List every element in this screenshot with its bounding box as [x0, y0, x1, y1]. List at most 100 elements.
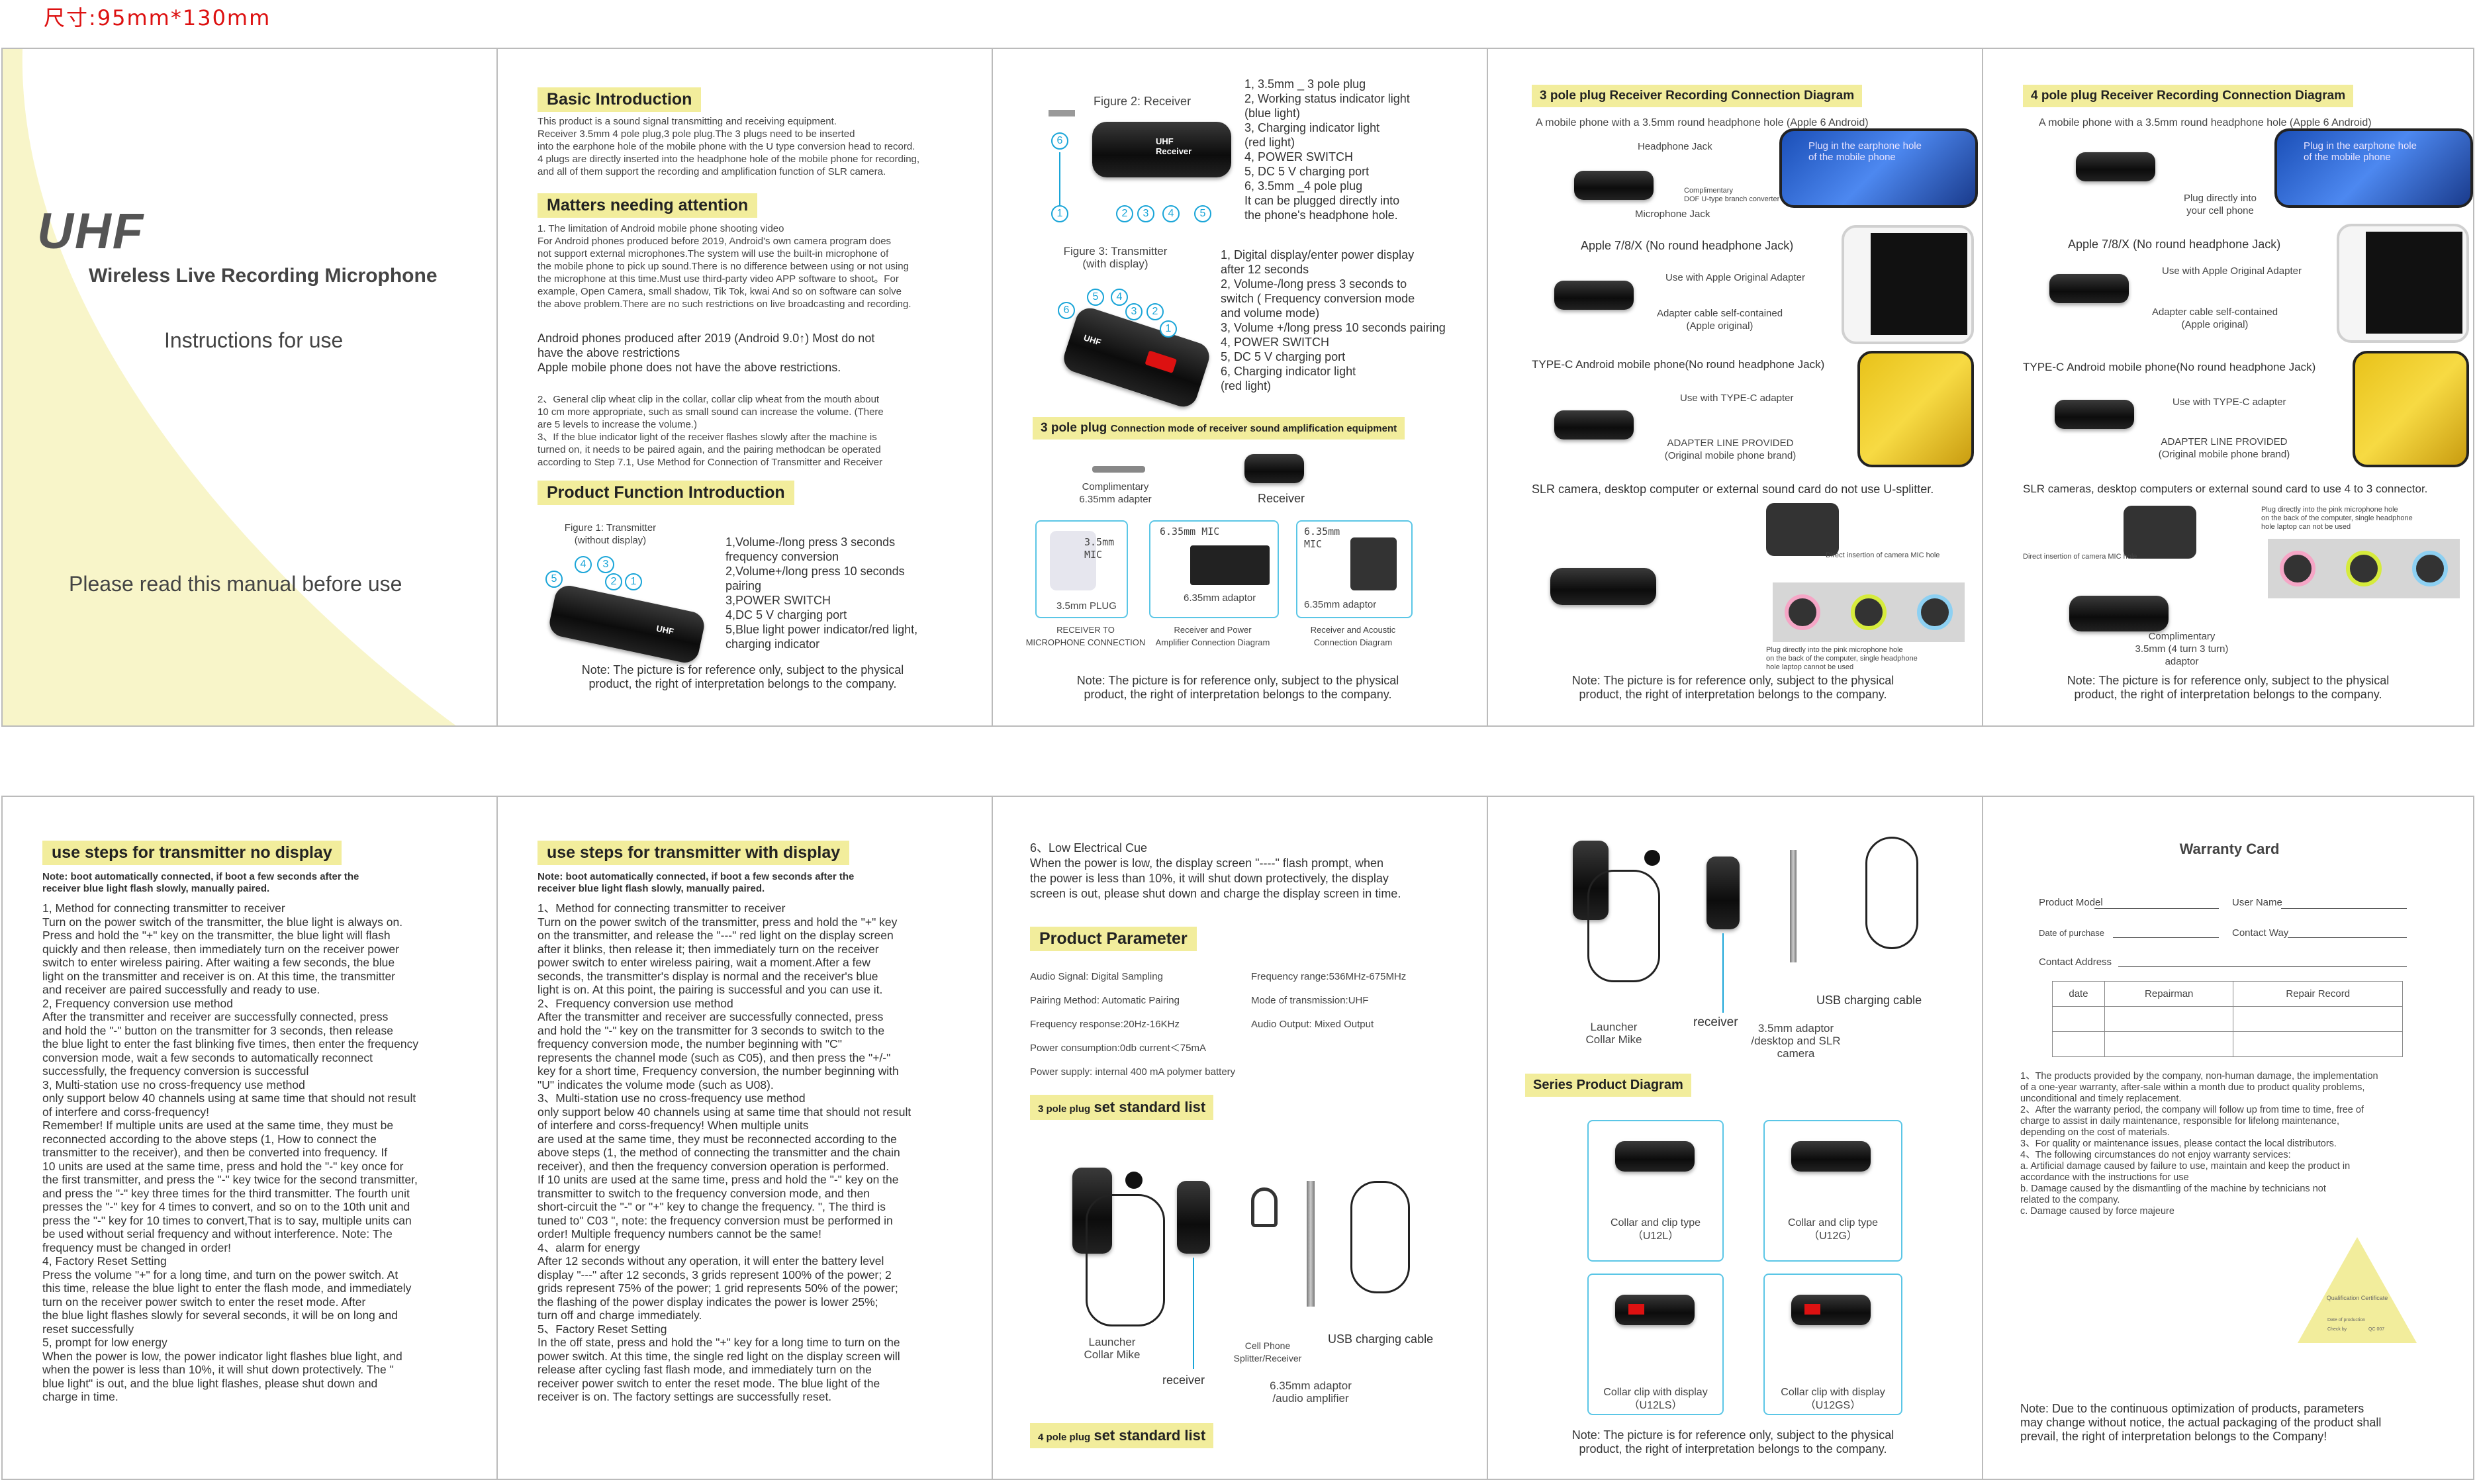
splitter-image — [1251, 1187, 1278, 1227]
steps-nodisplay-panel: use steps for transmitter no display Not… — [3, 797, 498, 1479]
phone-image — [1857, 351, 1974, 467]
plug-image — [1049, 110, 1075, 116]
camera-image — [1766, 503, 1839, 556]
cover-product: Wireless Live Recording Microphone — [89, 265, 438, 287]
rec4-comp: Complimentary 3.5mm (4 turn 3 turn) adap… — [2135, 631, 2229, 667]
rec4-apple-cable: Adapter cable self-contained (Apple orig… — [2151, 306, 2278, 330]
receiver-image — [2069, 596, 2169, 631]
rec4-panel: 4 pole plug Receiver Recording Connectio… — [1983, 49, 2476, 725]
rec3-apple: Apple 7/8/X (No round headphone Jack) — [1581, 239, 1794, 252]
matters-text: 1. The limitation of Android mobile phon… — [537, 223, 911, 310]
mic-jack: Microphone Jack — [1635, 209, 1710, 220]
rec4-apple-adapter: Use with Apple Original Adapter — [2162, 265, 2302, 277]
warranty-panel: Warranty Card Product Model User Name Da… — [1983, 797, 2476, 1479]
amp-caption: Receiver and Acoustic Connection Diagram — [1310, 625, 1396, 647]
steps-disp-text: 1、Method for connecting transmitter to r… — [537, 902, 911, 1403]
phone-image: Plug in the earphone hole of the mobile … — [1779, 128, 1978, 208]
usb-cable-image — [1865, 837, 1918, 949]
amp-title: 3 pole plug Connection mode of receiver … — [1033, 417, 1405, 440]
size-note: 尺寸:95mm*130mm — [44, 5, 271, 30]
callout: 4 — [575, 556, 592, 573]
steps-display-panel: use steps for transmitter with display N… — [498, 797, 993, 1479]
callout: 5 — [545, 571, 563, 588]
adapter-image — [1092, 466, 1145, 473]
rec4-slr: SLR cameras, desktop computers or extern… — [2023, 483, 2428, 495]
rec3-typec-line: ADAPTER LINE PROVIDED (Original mobile p… — [1664, 438, 1797, 461]
receiver-image — [2076, 152, 2155, 181]
rec3-typec: TYPE-C Android mobile phone(No round hea… — [1532, 358, 1825, 371]
cover-subtitle: Instructions for use — [164, 328, 344, 352]
series-item: Collar clip with display （U12LS） — [1587, 1274, 1724, 1415]
transmitter-image: UHF — [547, 582, 707, 666]
callout: 2 — [1116, 205, 1133, 222]
headphone-jack: Headphone Jack — [1638, 141, 1712, 152]
rec4-direct: Direct insertion of camera MIC hole — [2023, 553, 2137, 561]
rec4-note: Note: The picture is for reference only,… — [2067, 674, 2390, 701]
steps-nodisp-title: use steps for transmitter no display — [42, 841, 342, 865]
phone-image — [2337, 224, 2469, 343]
rec3-slr: SLR camera, desktop computer or external… — [1532, 483, 1934, 496]
pfi-title: Product Function Introduction — [537, 481, 794, 505]
cert-check: Check by — [2327, 1327, 2347, 1332]
std3-splitter: Cell Phone Splitter/Receiver — [1233, 1340, 1302, 1364]
callout: 5 — [1087, 289, 1104, 306]
rec4-direct-plug: Plug directly into your cell phone — [2183, 193, 2257, 216]
fig1-title: Figure 1: Transmitter (without display) — [564, 522, 657, 546]
receiver-image — [1550, 568, 1656, 605]
rec4-typec-line: ADAPTER LINE PROVIDED (Original mobile p… — [2158, 436, 2290, 460]
amp-box: 6.35mm MIC 6.35mm adaptor — [1149, 520, 1279, 618]
callout: 2 — [1146, 303, 1164, 320]
cover-curve — [3, 49, 496, 725]
std3-adaptor: 6.35mm adaptor /audio amplifier — [1270, 1379, 1352, 1405]
series-note: Note: The picture is for reference only,… — [1571, 1428, 1894, 1456]
rec3-sub: A mobile phone with a 3.5mm round headph… — [1536, 117, 1869, 128]
series-title: Series Product Diagram — [1525, 1074, 1691, 1097]
rec3-apple-adapter: Use with Apple Original Adapter — [1665, 272, 1805, 283]
usb-cable-image — [1350, 1181, 1410, 1293]
rec4-typec-adapter: Use with TYPE-C adapter — [2173, 396, 2286, 408]
callout: 2 — [605, 573, 622, 590]
phone-image: Plug in the earphone hole of the mobile … — [2274, 128, 2473, 208]
callout: 1 — [625, 573, 642, 590]
callout: 3 — [597, 556, 614, 573]
std3-usb: USB charging cable — [1328, 1332, 1434, 1346]
params-title: Product Parameter — [1030, 927, 1197, 951]
cert-label: Qualification Certificate — [2327, 1295, 2388, 1301]
steps-nodisp-text: 1, Method for connecting transmitter to … — [42, 902, 419, 1403]
warranty-date: Date of purchase — [2039, 928, 2105, 938]
cert-code: QC 007 — [2368, 1327, 2384, 1332]
adaptor-image — [1307, 1181, 1315, 1307]
warranty-product-model: Product Model — [2039, 897, 2103, 908]
receiver-image — [1554, 281, 1634, 310]
computer-ports — [2268, 539, 2460, 598]
basic-title: Basic Introduction — [537, 87, 702, 112]
receiver-image — [1554, 410, 1634, 440]
series-launcher: Launcher Collar Mike — [1585, 1021, 1642, 1046]
std3-title: 3 pole plug set standard list — [1030, 1095, 1214, 1120]
lowcue-text: 6、Low Electrical Cue When the power is l… — [1030, 841, 1401, 900]
amp-caption: Receiver and Power Amplifier Connection … — [1155, 625, 1270, 647]
amp-box: 3.5mm MIC 3.5mm PLUG — [1035, 520, 1128, 618]
rec3-panel: 3 pole plug Receiver Recording Connectio… — [1488, 49, 1983, 725]
steps-nodisp-note: Note: boot automatically connected, if b… — [42, 871, 359, 894]
matters-title: Matters needing attention — [537, 193, 758, 218]
cable-image — [1086, 1194, 1165, 1326]
series-panel: Launcher Collar Mike receiver 3.5mm adap… — [1488, 797, 1983, 1479]
sheet-bottom: use steps for transmitter no display Not… — [1, 796, 2474, 1480]
steps-disp-note: Note: boot automatically connected, if b… — [537, 871, 855, 894]
series-item: Collar and clip type （U12G） — [1763, 1120, 1902, 1262]
transmitter-display-image: UHF — [1060, 304, 1213, 410]
warranty-text: 1、The products provided by the company, … — [2020, 1071, 2378, 1217]
rec3-typec-adapter: Use with TYPE-C adapter — [1680, 393, 1794, 404]
receiver-image — [1177, 1181, 1210, 1254]
camera-image — [2124, 506, 2196, 559]
callout: 1 — [1160, 320, 1177, 338]
lavalier-mic-image — [1125, 1172, 1143, 1189]
fig3-list: 1, Digital display/enter power display a… — [1221, 248, 1446, 393]
lavalier-mic-image — [1644, 850, 1660, 866]
